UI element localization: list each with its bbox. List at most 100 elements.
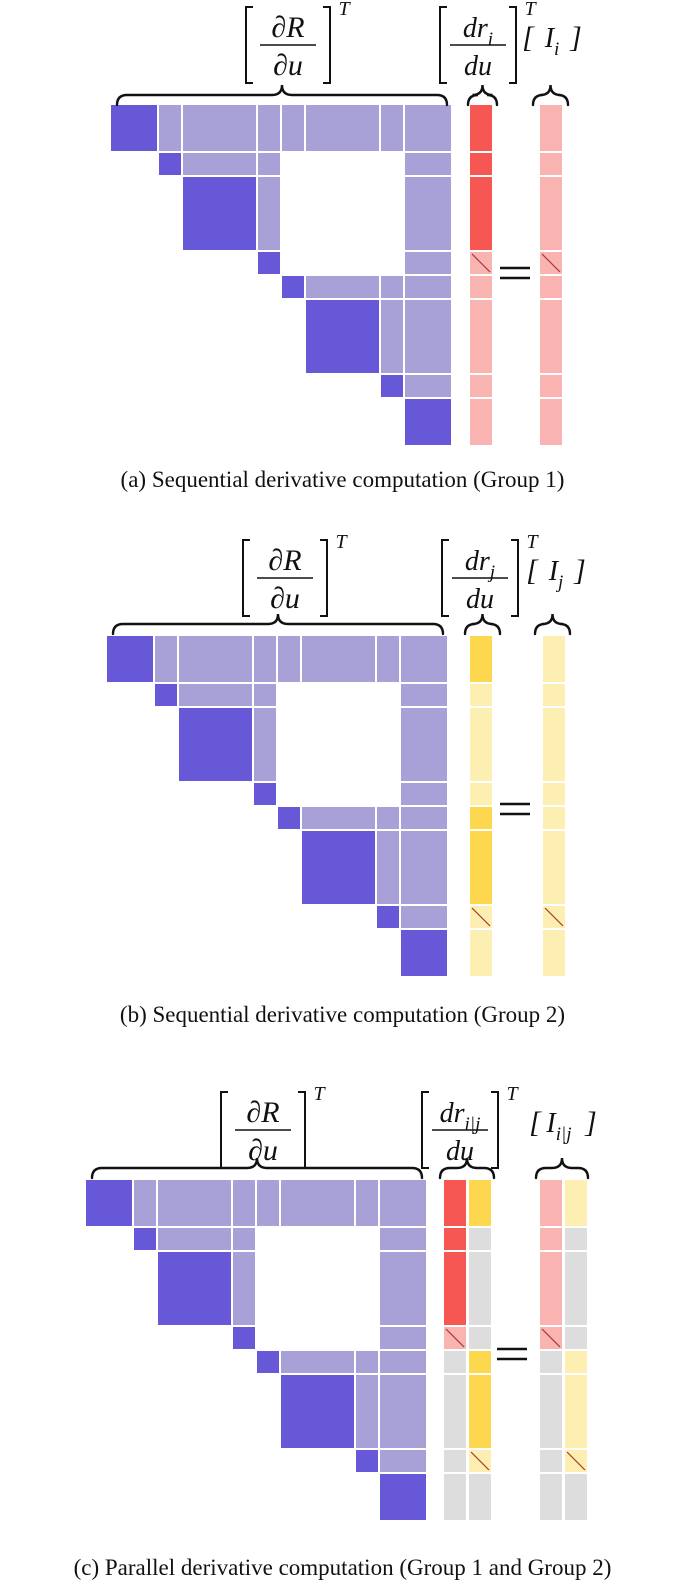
vector-label-denominator: du (446, 1136, 474, 1167)
transpose-mark: T (526, 531, 539, 553)
offdiagonal-block (233, 1252, 255, 1325)
matrix-label-denominator: ∂u (273, 49, 303, 82)
vector-block (470, 300, 492, 373)
offdiagonal-block (281, 1351, 354, 1373)
diagonal-block (282, 276, 304, 298)
vector-block (540, 375, 562, 397)
vector-block (444, 1450, 466, 1472)
vector-block (470, 684, 492, 706)
matrix-label-numerator: ∂R (268, 544, 301, 577)
vector-brace (466, 84, 499, 107)
offdiagonal-block (179, 636, 252, 682)
matrix-bracket-left (220, 1091, 228, 1169)
offdiagonal-block (405, 177, 451, 250)
offdiagonal-block (401, 807, 447, 829)
vector-block (540, 1450, 562, 1472)
matrix-label-denominator: ∂u (248, 1134, 278, 1167)
offdiagonal-block (377, 831, 399, 904)
vector-block (543, 807, 565, 829)
offdiagonal-block (356, 1180, 378, 1226)
vector-block (543, 783, 565, 805)
offdiagonal-block (405, 252, 451, 274)
vector-block (540, 300, 562, 373)
offdiagonal-block (377, 807, 399, 829)
vector-block (470, 399, 492, 445)
diagonal-block (381, 375, 403, 397)
vector-block (543, 930, 565, 976)
vector-block (565, 1327, 587, 1349)
diagonal-block (377, 906, 399, 928)
rhs-label: Ij (548, 556, 564, 593)
offdiagonal-block (401, 783, 447, 805)
matrix-bracket-right (323, 6, 331, 84)
diagonal-block (183, 177, 256, 250)
rhs-brace (533, 613, 572, 636)
vector-block (565, 1252, 587, 1325)
vector-block (470, 783, 492, 805)
offdiagonal-block (233, 1180, 255, 1226)
diagonal-block (405, 399, 451, 445)
vector-block (540, 177, 562, 250)
vector-brace (463, 613, 502, 636)
seed-block-diagonal (470, 1451, 490, 1471)
offdiagonal-block (257, 1180, 279, 1226)
vector-block (540, 105, 562, 151)
transpose-mark: T (335, 531, 348, 553)
diagonal-block (158, 1252, 231, 1325)
caption-b: (b) Sequential derivative computation (G… (119, 1002, 566, 1027)
offdiagonal-block (401, 684, 447, 706)
vector-block (469, 1474, 491, 1520)
vector-block (470, 636, 492, 682)
offdiagonal-block (380, 1228, 426, 1250)
vector-bracket-right (491, 1091, 499, 1169)
vector-label-numerator: drj (465, 546, 495, 583)
offdiagonal-block (282, 105, 304, 151)
offdiagonal-block (183, 153, 256, 175)
offdiagonal-block (381, 300, 403, 373)
diagonal-block (278, 807, 300, 829)
offdiagonal-block (278, 636, 300, 682)
vector-block (469, 1228, 491, 1250)
diagonal-block (111, 105, 157, 151)
seed-block-diagonal (471, 253, 491, 273)
rhs-brace (531, 84, 570, 107)
diagonal-block (281, 1375, 354, 1448)
vector-block (540, 1228, 562, 1250)
matrix-brace (111, 613, 445, 636)
vector-block (470, 276, 492, 298)
matrix-brace (115, 84, 449, 107)
offdiagonal-block (158, 1228, 231, 1250)
offdiagonal-block (233, 1228, 255, 1250)
matrix-label-denominator: ∂u (270, 582, 300, 615)
offdiagonal-block (281, 1180, 354, 1226)
diagonal-block (179, 708, 252, 781)
vector-block (540, 1474, 562, 1520)
diagonal-block (306, 300, 379, 373)
diagonal-block (159, 153, 181, 175)
vector-block (469, 1327, 491, 1349)
offdiagonal-block (258, 105, 280, 151)
offdiagonal-block (401, 906, 447, 928)
offdiagonal-block (380, 1180, 426, 1226)
vector-bracket-right (509, 6, 517, 84)
vector-block (469, 1252, 491, 1325)
vector-block (540, 1252, 562, 1325)
vector-label-denominator: du (466, 584, 494, 615)
vector-block (469, 1180, 491, 1226)
vector-block (470, 831, 492, 904)
seed-block-diagonal (541, 1328, 561, 1348)
diagonal-block (107, 636, 153, 682)
vector-block (540, 399, 562, 445)
offdiagonal-block (356, 1375, 378, 1448)
vector-block (565, 1180, 587, 1226)
vector-brace (438, 1157, 496, 1180)
offdiagonal-block (381, 276, 403, 298)
offdiagonal-block (377, 636, 399, 682)
offdiagonal-block (302, 636, 375, 682)
matrix-brace (90, 1157, 424, 1180)
vector-label-numerator: dri (463, 13, 493, 50)
offdiagonal-block (155, 636, 177, 682)
